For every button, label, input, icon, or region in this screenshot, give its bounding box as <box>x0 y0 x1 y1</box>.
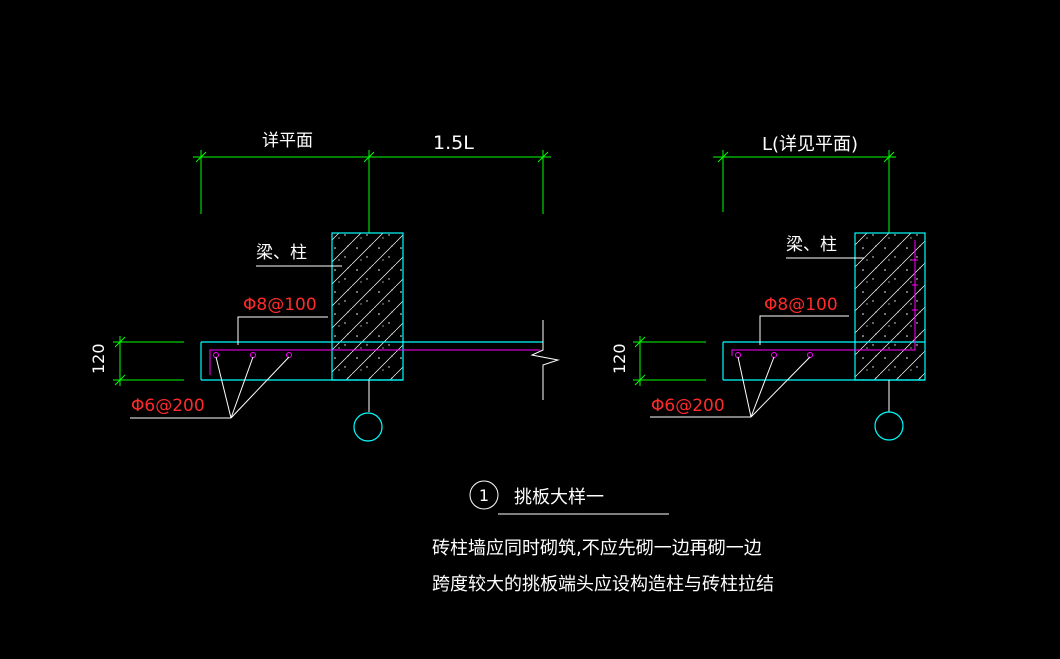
right-leaders <box>650 257 864 418</box>
right-beam-column-label: 梁、柱 <box>786 235 837 255</box>
right-dimension-line <box>713 150 896 233</box>
notes: 砖柱墙应同时砌筑,不应先砌一边再砌一边 跨度较大的挑板端头应设构造柱与砖柱拉结 <box>432 538 774 595</box>
left-beam-column-label: 梁、柱 <box>256 243 307 263</box>
right-detail: L(详见平面) 梁、柱 Φ8@100 Φ6@200 <box>610 134 926 441</box>
left-dim-label-span: 1.5L <box>433 132 474 154</box>
left-top-rebar-label: Φ8@100 <box>243 295 317 315</box>
right-slab-outline <box>722 341 925 381</box>
right-column-hatch <box>854 232 926 381</box>
caption-number: 1 <box>479 486 489 505</box>
right-thickness-label: 120 <box>610 343 629 374</box>
left-column-hatch <box>331 232 404 381</box>
note-line-1: 砖柱墙应同时砌筑,不应先砌一边再砌一边 <box>432 538 762 559</box>
right-top-rebar-label: Φ8@100 <box>764 295 838 315</box>
right-bottom-rebar-label: Φ6@200 <box>651 396 725 416</box>
left-leaders <box>130 265 342 419</box>
left-dimension-line <box>193 150 551 233</box>
left-axis-bubble <box>353 412 383 442</box>
note-line-2: 跨度较大的挑板端头应设构造柱与砖柱拉结 <box>432 574 774 595</box>
right-axis-bubble <box>874 411 904 441</box>
right-rebar <box>731 240 918 358</box>
left-thickness-label: 120 <box>89 343 108 374</box>
left-break-line <box>530 320 560 400</box>
left-dim-label-plan: 详平面 <box>262 131 313 151</box>
left-detail: 详平面 1.5L 梁、柱 <box>89 131 560 442</box>
caption-title: 挑板大样一 <box>514 487 604 508</box>
left-thickness-dimension <box>113 336 184 386</box>
left-bottom-rebar-label: Φ6@200 <box>131 396 205 416</box>
right-dim-label: L(详见平面) <box>762 134 858 155</box>
caption: 1 挑板大样一 <box>469 480 669 515</box>
right-thickness-dimension <box>633 336 706 386</box>
caption-number-circle <box>469 480 499 510</box>
